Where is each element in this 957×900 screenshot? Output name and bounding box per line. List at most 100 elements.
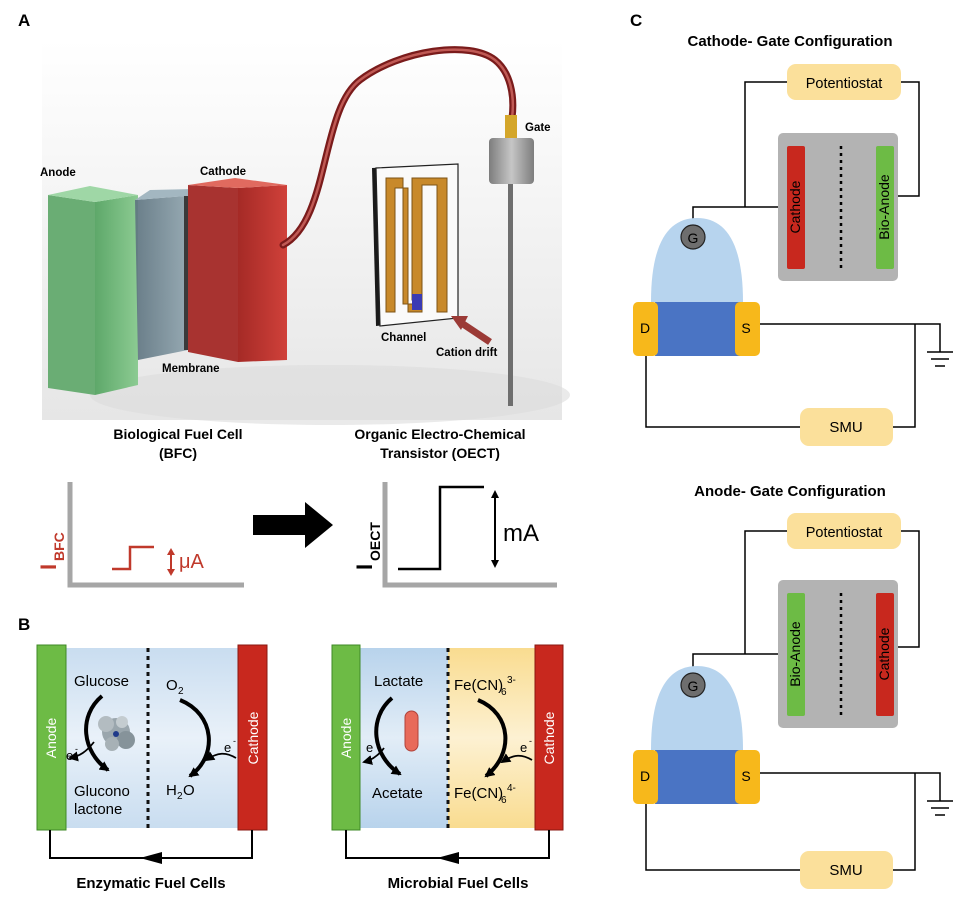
wire-pot-to-bioanode xyxy=(895,81,920,197)
source-label: S xyxy=(741,320,750,336)
cation-drift-label: Cation drift xyxy=(436,347,497,359)
fe3-label: Fe(CN) xyxy=(454,677,503,694)
ioect-axes xyxy=(382,482,557,588)
cell-right-electrode-b xyxy=(876,593,894,716)
ioect-plot: mA I OECT xyxy=(352,482,557,588)
ioect-trace xyxy=(398,485,484,571)
efc-external-circuit xyxy=(49,830,253,859)
h2o-h: H xyxy=(166,782,177,799)
wire-pot-to-gate xyxy=(744,81,787,207)
potentiostat-box-b xyxy=(787,513,901,549)
ua-arrow-up xyxy=(167,548,175,555)
fuel-cell-box-b xyxy=(778,580,898,728)
microbial-fuel-cell: Anode Cathode Lactate Acetate e - Fe(CN)… xyxy=(331,644,564,892)
potentiostat-label: Potentiostat xyxy=(806,76,883,92)
cathode-gate-configuration: Cathode- Gate Configuration Potentiostat… xyxy=(633,33,953,446)
drain-label: D xyxy=(640,320,650,336)
mfc-current-arrow xyxy=(437,852,459,864)
drain-contact-b xyxy=(633,750,658,804)
smu-box-b xyxy=(800,851,893,889)
ma-arrow-down xyxy=(491,560,499,568)
cation-arrow-head xyxy=(451,316,468,330)
cathode-slab-top xyxy=(188,178,287,188)
cell-left-label-b: Bio-Anode xyxy=(787,621,803,687)
cell-right-electrode xyxy=(876,146,894,269)
fe3-sub: 6 xyxy=(501,687,507,698)
anode-slab-top xyxy=(48,186,138,202)
gate-electrode-circle-b xyxy=(680,672,706,698)
ma-label: mA xyxy=(503,520,539,547)
panel-b-letter: B xyxy=(18,615,30,634)
smu-label-b: SMU xyxy=(829,862,862,879)
smu-box xyxy=(800,408,893,446)
ma-arrow-up xyxy=(491,490,499,498)
mfc-electron-arrow-right xyxy=(500,753,533,764)
gate-electrolyte-bulb-b xyxy=(651,666,743,750)
ibfc-trace xyxy=(112,545,154,571)
wire-pot-to-cathode-b xyxy=(895,530,920,648)
mfc-anode-label: Anode xyxy=(338,718,354,759)
mfc-electron-arrow-left xyxy=(362,747,385,765)
gate-electrolyte-bulb xyxy=(651,218,743,302)
membrane-label: Membrane xyxy=(162,363,220,375)
anode-slab-front xyxy=(95,195,138,395)
source-contact-b xyxy=(735,750,760,804)
membrane-sheet xyxy=(184,196,188,350)
ferricyanide-reduction-arrow xyxy=(477,698,508,778)
efc-cathode-label: Cathode xyxy=(245,711,261,764)
anode-gate-configuration: Anode- Gate Configuration Potentiostat B… xyxy=(633,483,953,889)
wire-pot-to-gate-b xyxy=(744,530,787,654)
oect-title-line2: Transistor (OECT) xyxy=(380,445,500,461)
ua-arrow-down xyxy=(167,569,175,576)
gate-rod xyxy=(508,184,513,406)
mfc-e-right: e xyxy=(520,740,527,755)
mfc-catholyte xyxy=(448,648,536,828)
h2o-sub: 2 xyxy=(177,791,183,802)
cell-left-label: Cathode xyxy=(787,180,803,233)
glucono-label-line1: Glucono xyxy=(74,783,130,800)
cell-right-label-b: Cathode xyxy=(876,627,892,680)
efc-electron-arrow-right xyxy=(204,751,237,762)
bfc-title-line2: (BFC) xyxy=(159,445,197,461)
glucono-label-line2: lactone xyxy=(74,801,122,818)
mfc-e-left: e xyxy=(366,740,373,755)
mfc-anolyte xyxy=(358,648,448,828)
anode-slab-side xyxy=(48,195,95,395)
gate-label-g: G xyxy=(688,230,699,246)
wire-drain-to-smu-b xyxy=(645,804,800,871)
cathode-gate-title: Cathode- Gate Configuration xyxy=(688,33,893,50)
mfc-anode xyxy=(331,644,361,831)
wire-smu-to-source-b xyxy=(893,773,916,871)
cable-highlight xyxy=(281,48,515,247)
glucose-label: Glucose xyxy=(74,673,129,690)
efc-cathode xyxy=(237,644,268,831)
cell-left-electrode-b xyxy=(787,593,805,716)
fe4-label: Fe(CN) xyxy=(454,785,503,802)
ua-label: μA xyxy=(179,551,205,573)
cathode-slab-front xyxy=(238,185,287,362)
channel-label: Channel xyxy=(381,332,426,344)
electrolyte-block-left xyxy=(135,196,188,360)
mfc-external-circuit xyxy=(345,830,550,859)
wire-smu-to-source xyxy=(893,324,916,428)
ibfc-plot: μA I BFC xyxy=(36,482,244,588)
mfc-caption: Microbial Fuel Cells xyxy=(388,875,529,892)
fuel-cell-box xyxy=(778,133,898,281)
o2-label: O xyxy=(166,677,178,694)
channel-block-b xyxy=(655,750,740,804)
gate-electrode-circle xyxy=(680,224,706,250)
mfc-e-right-sup: - xyxy=(529,736,532,746)
fe4-sup: 4- xyxy=(507,783,516,794)
cation-drift-arrow xyxy=(458,319,492,345)
cell-right-label: Bio-Anode xyxy=(876,174,892,240)
efc-e-left-sup: - xyxy=(75,744,78,754)
gate-label-g-b: G xyxy=(688,678,699,694)
efc-e-left: e xyxy=(66,748,73,763)
acetate-label: Acetate xyxy=(372,785,423,802)
potentiostat-box xyxy=(787,64,901,100)
anode-3d-label: Anode xyxy=(40,167,76,179)
ibfc-ylabel: I xyxy=(36,564,61,570)
anode-gate-title: Anode- Gate Configuration xyxy=(694,483,886,500)
panel-c-letter: C xyxy=(630,11,642,30)
